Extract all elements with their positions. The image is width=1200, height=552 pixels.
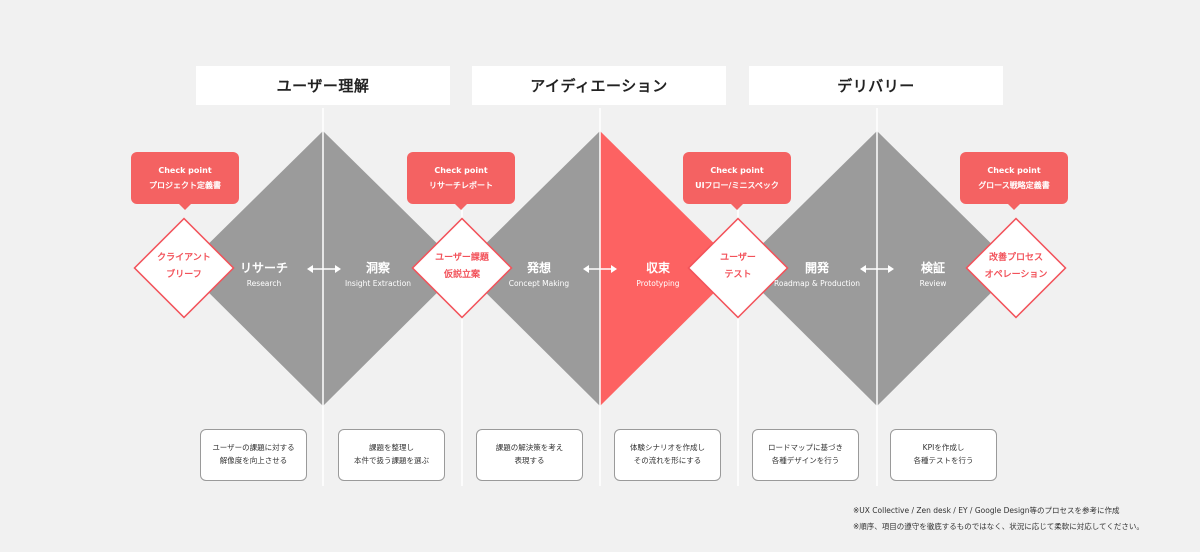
description-line: ロードマップに基づき	[768, 443, 843, 453]
stage-english-name: Insight Extraction	[344, 279, 412, 289]
description-line: 各種テストを行う	[913, 456, 974, 465]
double-arrow-icon	[307, 265, 341, 273]
checkpoint-diamond-test	[687, 217, 789, 319]
callout-text: グロース戦略定義書	[978, 181, 1050, 190]
stage-concept: 発想 Concept Making	[499, 261, 579, 288]
description-development: ロードマップに基づき 各種デザインを行う	[752, 429, 859, 481]
stage-name: 洞察	[365, 261, 390, 275]
stage-insight: 洞察 Insight Extraction	[338, 261, 418, 288]
callout-brief: Check point プロジェクト定義書	[131, 152, 239, 210]
stage-name: 収束	[645, 261, 670, 275]
callout-title: Check point	[158, 165, 212, 175]
phase-understanding: ユーザー理解	[196, 66, 450, 105]
checkpoint-label-improve: 改善プロセス オペレーション	[976, 250, 1056, 284]
description-line: 解像度を向上させる	[219, 456, 288, 465]
stage-name: リサーチ	[239, 261, 288, 275]
description-line: ユーザーの課題に対する	[212, 443, 295, 453]
stage-prototyping: 収束 Prototyping	[618, 261, 698, 288]
review-half	[877, 131, 1016, 406]
description-insight: 課題を整理し 本件で扱う課題を選ぶ	[338, 429, 445, 481]
callout-issue: Check point リサーチレポート	[407, 152, 515, 210]
stage-english-name: Review	[919, 279, 947, 289]
description-research: ユーザーの課題に対する 解像度を向上させる	[200, 429, 307, 481]
stage-review: 検証 Review	[893, 261, 973, 288]
description-line: その流れを形にする	[633, 456, 702, 465]
stage-english-name: Prototyping	[636, 279, 680, 289]
description-line: KPIを作成し	[922, 443, 965, 453]
stage-english-name: Concept Making	[508, 279, 570, 289]
footnote: ※順序、項目の遵守を徹底するものではなく、状況に応じて柔軟に対応してください。	[853, 521, 1144, 531]
footnotes: ※UX Collective / Zen desk / EY / Google …	[853, 503, 1144, 535]
callout-title: Check point	[710, 165, 764, 175]
description-line: 各種デザインを行う	[771, 456, 840, 465]
callout-test: Check point UIフロー/ミニスペック	[683, 152, 791, 210]
callout-text: リサーチレポート	[429, 181, 493, 190]
description-line: 本件で扱う課題を選ぶ	[354, 456, 429, 465]
checkpoint-line: 改善プロセス	[988, 253, 1043, 263]
checkpoint-diamond-improve	[965, 217, 1067, 319]
callout-text: UIフロー/ミニスペック	[695, 181, 779, 190]
stage-name: 検証	[920, 261, 945, 275]
description-line: 課題の解決策を考え	[495, 443, 564, 453]
callout-title: Check point	[987, 165, 1041, 175]
checkpoint-line: クライアント	[157, 253, 211, 263]
footnote: ※UX Collective / Zen desk / EY / Google …	[853, 506, 1120, 515]
description-concept: 課題の解決策を考え 表現する	[476, 429, 583, 481]
prototyping-half	[600, 131, 739, 406]
checkpoint-line: オペレーション	[984, 270, 1048, 281]
concept-half	[461, 131, 600, 406]
checkpoint-line: ユーザー課題	[435, 253, 489, 263]
description-prototyping: 体験シナリオを作成し その流れを形にする	[614, 429, 721, 481]
checkpoint-line: ユーザー	[720, 253, 756, 263]
stage-name: 開発	[804, 261, 829, 275]
double-arrow-icon	[583, 265, 617, 273]
stage-english-name: Roadmap & Production	[773, 279, 860, 289]
checkpoint-diamond-issue	[411, 217, 513, 319]
callout-title: Check point	[434, 165, 488, 175]
checkpoint-label-issue: ユーザー課題 仮説立案	[422, 250, 502, 284]
research-half	[184, 131, 323, 406]
stage-english-name: Research	[246, 279, 282, 289]
checkpoint-label-test: ユーザー テスト	[698, 250, 778, 284]
stage-name: 発想	[526, 261, 551, 275]
description-line: 表現する	[514, 456, 545, 465]
stage-development: 開発 Roadmap & Production	[772, 261, 862, 288]
description-line: 体験シナリオを作成し	[630, 443, 705, 453]
phase-delivery: デリバリー	[749, 66, 1003, 105]
checkpoint-line: 仮説立案	[443, 270, 480, 281]
phase-ideation: アイディエーション	[472, 66, 726, 105]
checkpoint-line: ブリーフ	[166, 270, 202, 281]
callout-text: プロジェクト定義書	[149, 181, 221, 190]
checkpoint-label-brief: クライアント ブリーフ	[144, 250, 224, 284]
insight-half	[323, 131, 462, 406]
stage-research: リサーチ Research	[224, 261, 304, 288]
checkpoint-line: テスト	[724, 270, 752, 281]
development-half	[738, 131, 877, 406]
description-review: KPIを作成し 各種テストを行う	[890, 429, 997, 481]
checkpoint-diamond-brief	[133, 217, 235, 319]
description-line: 課題を整理し	[369, 443, 414, 453]
callout-improve: Check point グロース戦略定義書	[960, 152, 1068, 210]
double-arrow-icon	[860, 265, 894, 273]
